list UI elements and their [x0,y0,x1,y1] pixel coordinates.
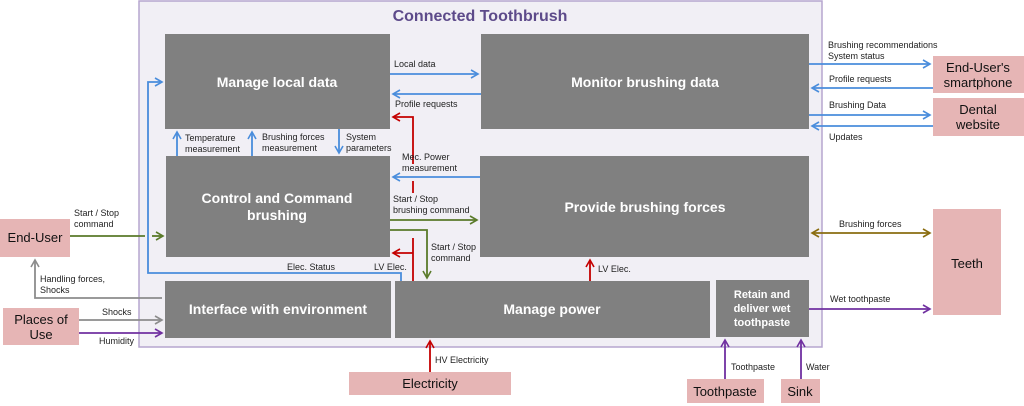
flow-label-mec-power: measurement [402,163,458,173]
function-manage-local-data[interactable]: Manage local data [165,34,390,129]
function-label: deliver wet [734,303,791,315]
function-control-command-brushing[interactable]: Control and Command brushing [166,156,390,257]
flow-start-stop-command-power [390,229,432,280]
external-label: smartphone [944,75,1013,90]
external-label: Use [29,327,52,342]
flow-label-recommendations: Brushing recommendations [828,40,938,50]
flow-label-recommendations: System status [828,51,885,61]
external-label: Dental [959,102,997,117]
flow-label-start-stop-brushing: Start / Stop [393,194,438,204]
external-dental-website[interactable]: Dental website [933,98,1024,136]
external-smartphone[interactable]: End-User's smartphone [933,56,1024,93]
flow-label-profile-requests: Profile requests [395,99,458,109]
external-label: website [955,117,1000,132]
flow-label-mec-power: Mec. Power [402,152,450,162]
function-interface-environment[interactable]: Interface with environment [165,281,391,338]
flow-label-handling-forces: Shocks [40,285,70,295]
external-label: End-User [8,230,64,245]
flow-label-brushing-forces: Brushing forces [839,219,902,229]
flow-label-start-stop-user: command [74,219,114,229]
flow-label-updates: Updates [829,132,863,142]
external-places-of-use[interactable]: Places of Use [3,308,79,345]
flow-label-lv-elec: LV Elec. [598,264,631,274]
function-label: toothpaste [734,317,790,329]
flow-label-handling-forces: Handling forces, [40,274,105,284]
flow-label-start-stop-brushing: brushing command [393,205,470,215]
flow-elec-status [147,77,402,281]
flow-label-elec-status: Elec. Status [287,262,336,272]
external-sink[interactable]: Sink [781,379,820,403]
external-label: Places of [14,312,68,327]
function-provide-brushing-forces[interactable]: Provide brushing forces [480,156,809,257]
external-end-user[interactable]: End-User [0,219,70,257]
function-retain-deliver-toothpaste[interactable]: Retain and deliver wet toothpaste [716,280,809,337]
external-label: Sink [787,384,813,399]
flow-label-temperature: Temperature [185,133,236,143]
function-label: Manage power [503,301,601,317]
function-label: Provide brushing forces [564,199,725,215]
flow-label-wet-toothpaste: Wet toothpaste [830,294,890,304]
function-manage-power[interactable]: Manage power [395,281,710,338]
external-label: Teeth [951,256,983,271]
flow-label-temperature: measurement [185,144,241,154]
external-label: Toothpaste [693,384,757,399]
flow-label-shocks: Shocks [102,307,132,317]
diagram-title: Connected Toothbrush [393,8,568,25]
function-label: Monitor brushing data [571,74,719,90]
flow-label-brushing-data: Brushing Data [829,100,886,110]
flow-mec-power [391,112,414,164]
flow-label-system-parameters: System [346,132,376,142]
function-label: Retain and [734,289,790,301]
function-monitor-brushing-data[interactable]: Monitor brushing data [481,34,809,129]
flow-label-toothpaste: Toothpaste [731,362,775,372]
external-label: End-User's [946,60,1010,75]
external-label: Electricity [402,376,458,391]
flow-handling-forces [30,258,162,299]
flow-label-start-stop-command: Start / Stop [431,242,476,252]
external-electricity[interactable]: Electricity [349,372,511,395]
function-label: Manage local data [217,74,338,90]
flow-label-start-stop-command: command [431,253,471,263]
flow-label-humidity: Humidity [99,336,135,346]
external-teeth[interactable]: Teeth [933,209,1001,315]
flow-label-profile-requests-out: Profile requests [829,74,892,84]
flow-label-lv-elec: LV Elec. [374,262,407,272]
flow-label-brushing-forces-measurement: Brushing forces [262,132,325,142]
function-label: brushing [247,207,307,223]
flow-label-brushing-forces-measurement: measurement [262,143,318,153]
flow-label-hv-electricity: HV Electricity [435,355,489,365]
flow-label-water: Water [806,362,830,372]
function-label: Interface with environment [189,301,367,317]
flow-label-local-data: Local data [394,59,436,69]
function-label: Control and Command [202,190,353,206]
external-toothpaste[interactable]: Toothpaste [687,379,764,403]
flow-label-start-stop-user: Start / Stop [74,208,119,218]
flow-label-system-parameters: parameters [346,143,392,153]
